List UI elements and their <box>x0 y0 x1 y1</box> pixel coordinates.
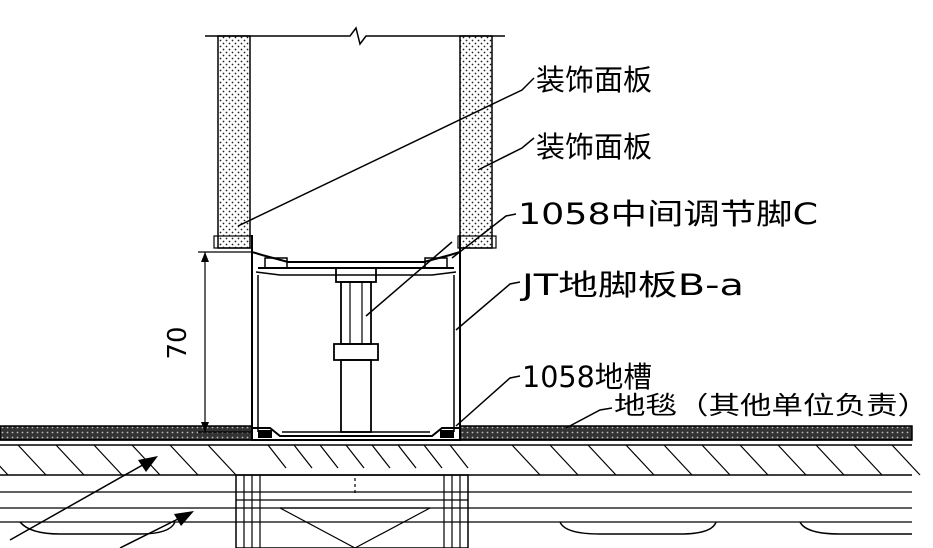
carpet-layer <box>0 425 913 441</box>
label-panel-2: 装饰面板 <box>536 130 652 164</box>
floor-hatch-line <box>397 444 417 469</box>
floor-hatch-line <box>345 444 365 469</box>
floor-hatch-line <box>625 444 655 476</box>
floor-hatch-line <box>891 444 921 476</box>
floor-hatch-line <box>293 444 313 469</box>
floor-hatch-line <box>55 444 85 476</box>
floor-hatch-line <box>319 444 339 469</box>
floor-hatch-line <box>587 444 617 476</box>
floor-hatch-line <box>93 444 123 476</box>
floor-hatch-line <box>0 465 9 476</box>
floor-hatch-line <box>739 444 769 476</box>
floor-hatch-line <box>511 444 541 476</box>
floor-hatch-line <box>549 444 579 476</box>
skirting-channel <box>251 235 461 441</box>
label-skirting: JT地脚板B-a <box>519 268 744 302</box>
floor-hatch-line <box>663 444 693 476</box>
dimension-70: 70 <box>163 251 252 433</box>
dimension-height-text: 70 <box>163 326 193 359</box>
label-panel-1: 装饰面板 <box>536 63 652 97</box>
floor-hatch-line <box>815 444 845 476</box>
floor-hatch-line <box>17 444 47 476</box>
floor-hatch-line <box>777 444 807 476</box>
label-floor-groove: 1058地槽 <box>522 360 652 394</box>
floor-hatch-line <box>449 444 469 469</box>
adjustable-foot <box>333 267 379 433</box>
floor-joist <box>235 474 469 548</box>
floor-hatch-line <box>169 444 199 476</box>
leader-arrows <box>9 456 194 548</box>
floor-feet <box>19 521 912 535</box>
label-adjust-foot: 1058中间调节脚C <box>518 197 818 231</box>
floor-structure <box>0 444 921 523</box>
floor-hatch-line <box>267 444 287 469</box>
floor-hatch-line <box>701 444 731 476</box>
wall-panel-left <box>205 35 253 249</box>
leader-lines <box>237 77 613 429</box>
wall-panel-right <box>457 35 505 249</box>
label-carpet: 地毯（其他单位负责） <box>614 391 929 420</box>
annotations: 装饰面板 装饰面板 1058中间调节脚C JT地脚板B-a 1058地槽 地毯（… <box>518 63 929 420</box>
floor-hatch-line <box>371 444 391 469</box>
floor-hatch-line <box>423 444 443 469</box>
floor-hatch-line <box>853 444 883 476</box>
floor-hatch-line <box>207 444 237 476</box>
break-line <box>250 26 460 46</box>
